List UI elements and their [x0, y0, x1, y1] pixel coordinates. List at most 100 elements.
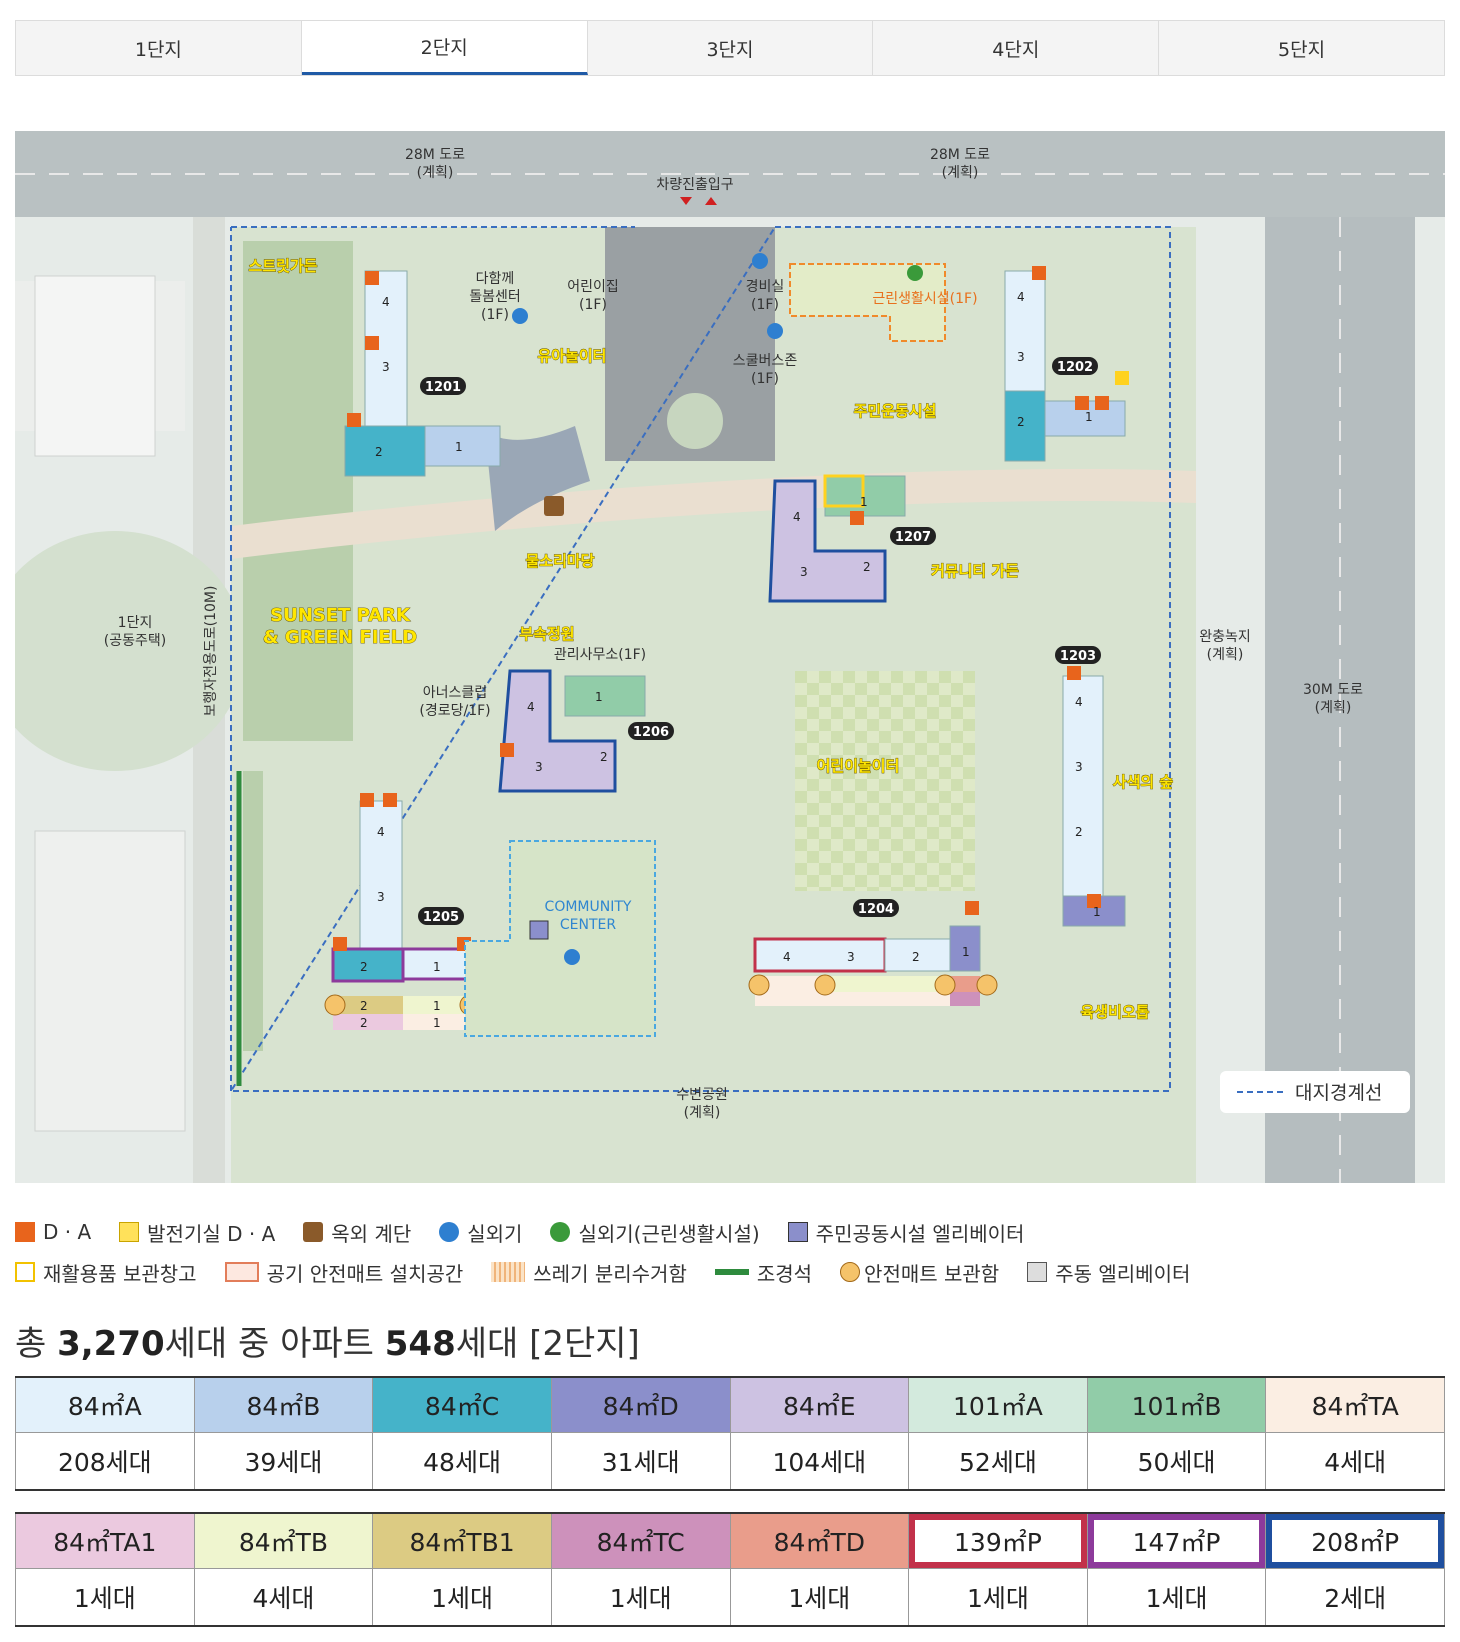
unit-count: 4세대: [1265, 1432, 1445, 1490]
tab-complex-2[interactable]: 2단지: [301, 21, 588, 75]
svg-text:(1F): (1F): [751, 371, 779, 387]
svg-text:커뮤니티 가든: 커뮤니티 가든: [931, 562, 1019, 580]
building-1203[interactable]: 4 3 2 1 1203: [1055, 646, 1126, 927]
unit-count: 31세대: [550, 1432, 731, 1490]
svg-text:유아놀이터: 유아놀이터: [537, 347, 606, 365]
svg-text:1: 1: [1085, 410, 1093, 424]
unit-count: 52세대: [908, 1432, 1088, 1490]
svg-text:2: 2: [1075, 825, 1083, 839]
svg-text:SUNSET PARK: SUNSET PARK: [270, 605, 411, 626]
svg-text:경비실: 경비실: [746, 279, 785, 295]
unit-count: 1세대: [1086, 1568, 1267, 1626]
svg-text:1: 1: [433, 1016, 441, 1030]
tab-complex-3[interactable]: 3단지: [588, 21, 874, 75]
community-elevator-icon: [787, 1222, 808, 1242]
building-1206[interactable]: 4 3 2 1 1206: [498, 669, 674, 793]
svg-text:3: 3: [377, 890, 385, 904]
outdoor-unit-blue-icon: [439, 1222, 460, 1242]
svg-text:1단지: 1단지: [118, 615, 153, 631]
community-center-area[interactable]: [464, 840, 656, 1037]
svg-text:(계획): (계획): [1207, 647, 1244, 663]
svg-text:3: 3: [1075, 760, 1083, 774]
svg-text:(공동주택): (공동주택): [104, 633, 166, 649]
svg-text:수변공원: 수변공원: [676, 1087, 728, 1103]
building-elevator-icon: [1027, 1262, 1048, 1282]
svg-text:3: 3: [1017, 350, 1025, 364]
svg-text:(계획): (계획): [942, 165, 979, 181]
svg-text:차량진출입구: 차량진출입구: [656, 177, 733, 193]
unit-count: 48세대: [372, 1432, 552, 1490]
unit-type-label: 84㎡B: [193, 1377, 374, 1433]
unit-type-label: 84㎡TB1: [372, 1513, 552, 1569]
tab-complex-5[interactable]: 5단지: [1278, 38, 1326, 61]
air-mat-space-icon: [224, 1262, 259, 1282]
unit-count: 208세대: [15, 1432, 195, 1490]
svg-text:2: 2: [375, 445, 383, 459]
svg-text:(1F): (1F): [751, 297, 779, 313]
building-1207[interactable]: 4 3 2 1 1207: [768, 474, 936, 603]
svg-text:3: 3: [800, 565, 808, 579]
unit-type-label: 84㎡TA: [1265, 1377, 1445, 1433]
tab-complex-1[interactable]: 1단지: [16, 21, 302, 75]
svg-text:(계획): (계획): [684, 1105, 721, 1121]
unit-count: 104세대: [729, 1432, 910, 1490]
svg-text:CENTER: CENTER: [560, 917, 616, 933]
building-1202[interactable]: 4 3 2 1 1202: [1004, 266, 1129, 462]
svg-text:4: 4: [377, 825, 385, 839]
outdoor-unit-icon: [512, 253, 923, 965]
svg-text:1201: 1201: [425, 380, 461, 395]
svg-text:30M 도로: 30M 도로: [1303, 682, 1363, 698]
svg-text:2: 2: [863, 560, 871, 574]
building-1201[interactable]: 4 3 2 1 1201: [344, 270, 501, 477]
svg-text:육생비오톱: 육생비오톱: [1080, 1003, 1149, 1021]
svg-text:2: 2: [1017, 415, 1025, 429]
unit-count: 39세대: [193, 1432, 374, 1490]
unit-type-label: 139㎡P: [908, 1513, 1088, 1569]
unit-count: 50세대: [1086, 1432, 1267, 1490]
svg-text:스트릿가든: 스트릿가든: [248, 257, 317, 275]
unit-type-label: 101㎡A: [908, 1377, 1088, 1433]
stairs-icon: [544, 496, 564, 516]
unit-type-label: 147㎡P: [1086, 1513, 1267, 1569]
svg-text:3: 3: [847, 950, 855, 964]
svg-text:1202: 1202: [1057, 360, 1093, 375]
svg-text:28M 도로: 28M 도로: [405, 147, 465, 163]
svg-text:(계획): (계획): [417, 165, 454, 181]
svg-text:2: 2: [912, 950, 920, 964]
svg-text:COMMUNITY: COMMUNITY: [545, 899, 632, 915]
tab-complex-4[interactable]: 4단지: [873, 21, 1160, 75]
svg-text:돌봄센터: 돌봄센터: [469, 289, 521, 305]
svg-text:2: 2: [360, 1016, 368, 1030]
unit-type-label: 84㎡C: [372, 1377, 552, 1433]
unit-type-label: 208㎡P: [1265, 1513, 1445, 1569]
unit-type-label: 84㎡E: [729, 1377, 910, 1433]
unit-type-label: 101㎡B: [1086, 1377, 1267, 1433]
svg-text:4: 4: [382, 295, 390, 309]
svg-text:2: 2: [360, 960, 368, 974]
svg-text:(1F): (1F): [579, 297, 607, 313]
unit-count: 1세대: [550, 1568, 731, 1626]
svg-text:4: 4: [527, 700, 535, 714]
building-1204[interactable]: 4 3 2 1 1204: [748, 899, 998, 1006]
svg-text:물소리마당: 물소리마당: [525, 552, 594, 570]
svg-text:1: 1: [455, 440, 463, 454]
neighborhood-facility[interactable]: [789, 263, 946, 342]
svg-text:1: 1: [433, 999, 441, 1013]
boundary-legend-box: [1220, 1071, 1410, 1113]
svg-text:1: 1: [1093, 905, 1101, 919]
svg-text:(계획): (계획): [1315, 700, 1352, 716]
recycle-storage-icon: [15, 1262, 35, 1282]
svg-text:다함께: 다함께: [476, 271, 515, 287]
stairs-icon: [303, 1222, 324, 1242]
svg-text:(경로당/1F): (경로당/1F): [419, 703, 490, 719]
orange-square-icon: [15, 1222, 35, 1242]
svg-text:(1F): (1F): [481, 307, 509, 323]
household-summary: 총 3,270세대 중 아파트 548세대 [2단지]: [15, 1324, 640, 1364]
svg-text:1205: 1205: [423, 910, 459, 925]
unit-type-label: 84㎡TB: [193, 1513, 374, 1569]
unit-type-label: 84㎡TC: [550, 1513, 731, 1569]
svg-text:아너스클럽: 아너스클럽: [423, 685, 487, 701]
yellow-square-icon: [119, 1222, 140, 1242]
